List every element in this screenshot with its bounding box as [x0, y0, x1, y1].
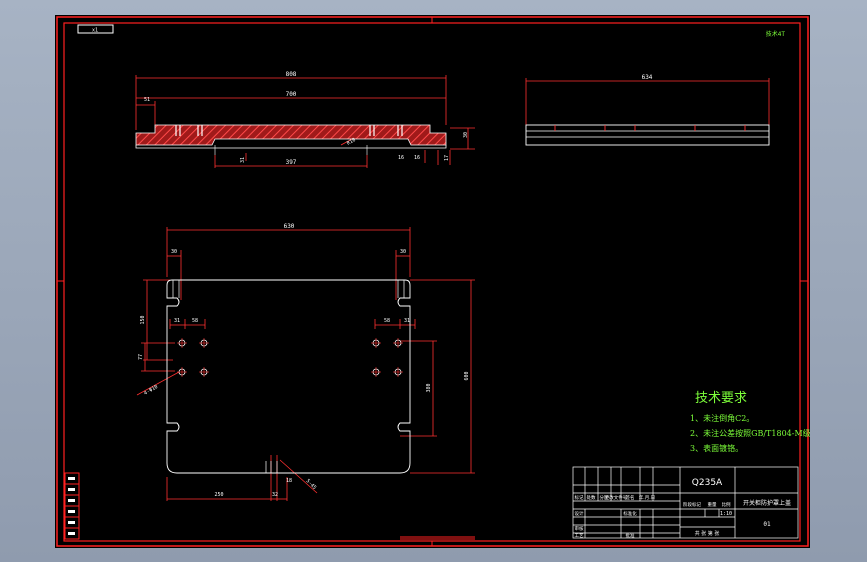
hdr-mark: 标记 — [575, 494, 584, 501]
sheet-border-outer — [56, 16, 809, 547]
plan-dim-hole-y: 77 — [138, 354, 144, 360]
plan-dim-slot-left: 30 — [171, 249, 177, 255]
plan-dim-hole-x4: 31 — [404, 318, 410, 324]
plan-dim-hole-x1: 31 — [174, 318, 180, 324]
role-process: 工艺 — [575, 533, 584, 539]
scale-label: 比例 — [722, 501, 731, 508]
dim-bottom: 397 — [286, 159, 297, 166]
tech-req-item-3: 3、表面镀铬。 — [690, 443, 743, 453]
dim-height: 30 — [463, 132, 469, 138]
plan-dim-slot-right: 30 — [400, 249, 406, 255]
role-check: 审核 — [575, 525, 584, 532]
plan-dim-width: 630 — [284, 223, 295, 230]
sheet-border-inner — [63, 22, 801, 542]
cad-viewport[interactable]: x1 技术4T — [55, 15, 810, 548]
sheet-info: 共 张 第 张 — [695, 530, 720, 537]
role-std: 标准化 — [623, 510, 637, 517]
dim-r: R10 — [346, 137, 357, 147]
dim-overall: 808 — [286, 71, 297, 78]
code-box — [77, 24, 114, 34]
tech-req-item-1: 1、未注倒角C2。 — [690, 413, 754, 423]
plan-dim-bottom-a: 32 — [272, 492, 278, 498]
top-right-note: 技术4T — [766, 30, 786, 38]
plan-dim-bottom-b: 18 — [286, 478, 292, 484]
plate-outline — [166, 279, 411, 474]
dim-small-b: 16 — [414, 155, 420, 161]
part-name: 开关柜防护罩上盖 — [743, 499, 791, 507]
code-box-text: x1 — [92, 28, 98, 34]
scale-value: 1:10 — [720, 511, 732, 517]
title-block — [572, 466, 799, 539]
plan-dim-chamfer: 5-45 — [305, 478, 318, 491]
plan-dim-bottom-left: 250 — [214, 492, 223, 498]
side-view — [135, 75, 475, 168]
weight-label: 重量 — [708, 501, 717, 508]
role-design: 设计 — [575, 510, 584, 517]
tech-req-item-2: 2、未注公差按照GB/T1804-M级执行。 — [690, 428, 810, 438]
hdr-zone: 分区 — [600, 494, 609, 501]
end-view — [525, 78, 770, 146]
plan-dim-hole-x3: 58 — [384, 318, 390, 324]
plan-dim-left-height: 150 — [140, 315, 146, 324]
end-dim-width: 634 — [642, 74, 653, 81]
dim-thick: 17 — [444, 155, 450, 161]
engineering-drawing: x1 技术4T — [56, 16, 810, 547]
hdr-date: 年.月.日 — [639, 494, 655, 501]
plan-dim-total-height: 600 — [464, 371, 470, 380]
bottom-scale-marks — [400, 536, 475, 540]
binding-strip — [64, 472, 80, 540]
hdr-change: 更改文件号 — [605, 494, 628, 501]
dim-left-offset: 51 — [144, 97, 150, 103]
hdr-count: 处数 — [587, 494, 596, 501]
dim-inner: 700 — [286, 91, 297, 98]
plan-dim-hole-pattern: 4-Φ10 — [143, 384, 159, 397]
plan-dim-right-height: 380 — [426, 383, 432, 392]
mounting-holes — [178, 339, 402, 376]
stage-label: 阶段标记 — [683, 501, 701, 508]
drawing-no: 01 — [763, 521, 771, 528]
material: Q235A — [692, 478, 723, 488]
dim-small-a: 16 — [398, 155, 404, 161]
dim-slot: 31 — [240, 157, 246, 163]
hdr-sign: 签名 — [626, 494, 635, 501]
plan-dim-hole-x2: 58 — [192, 318, 198, 324]
plan-view — [136, 227, 475, 501]
tech-req-title: 技术要求 — [695, 391, 747, 406]
role-approve: 批准 — [626, 532, 635, 539]
